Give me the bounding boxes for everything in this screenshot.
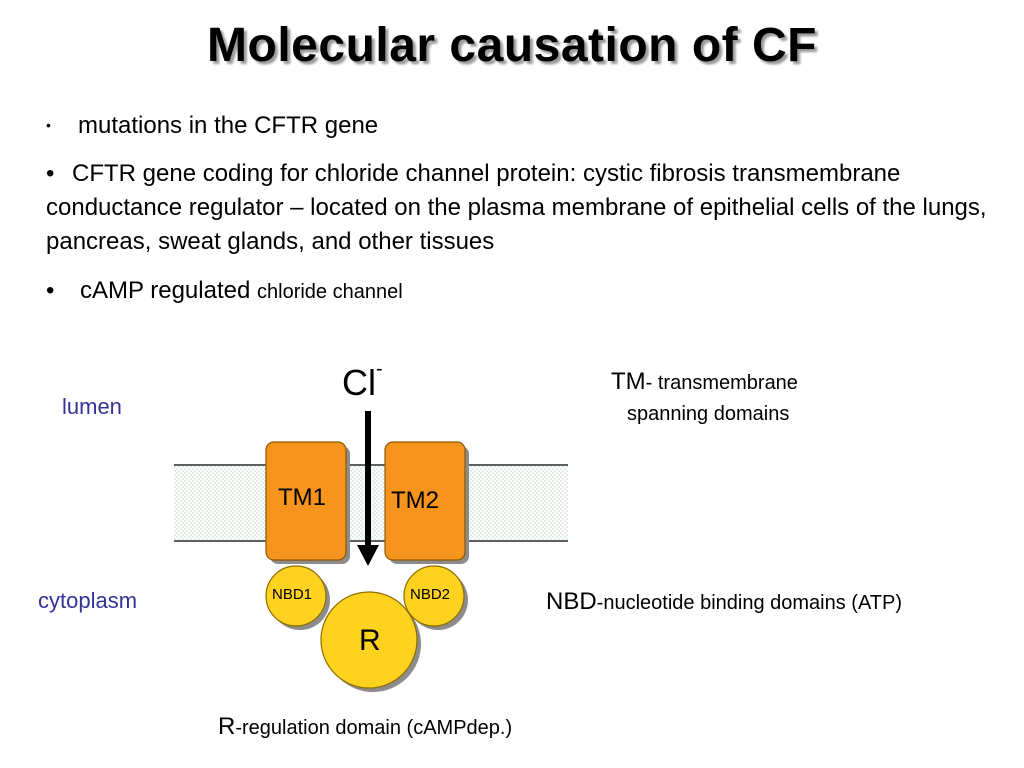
chloride-ion-label: Cl-	[342, 358, 383, 404]
slide-title: Molecular causation of CF	[207, 19, 817, 72]
tm1-label: TM1	[278, 484, 326, 511]
chloride-flow-arrow	[357, 411, 379, 566]
legend-tm-line2: spanning domains	[627, 403, 790, 425]
tm1-domain	[265, 441, 347, 561]
legend-tm-desc-line1: - transmembrane	[645, 372, 798, 394]
chloride-charge: -	[376, 358, 383, 380]
nbd1-label: NBD1	[272, 586, 313, 603]
bullet-text: mutations in the CFTR gene	[78, 112, 379, 139]
r-domain	[320, 591, 418, 689]
bullet-text-main: cAMP regulated	[80, 277, 251, 304]
legend-nbd: NBD-nucleotide binding domains (ATP)	[546, 588, 902, 616]
nbd2-domain	[403, 565, 465, 627]
legend-r: R-regulation domain (cAMPdep.)	[218, 713, 512, 741]
legend-r-desc: -regulation domain (cAMPdep.)	[235, 717, 513, 739]
tm2-domain	[384, 441, 466, 561]
cytoplasm-label: cytoplasm	[38, 588, 138, 613]
bullet-text: CFTR gene coding for chloride channel pr…	[46, 160, 987, 255]
legend-tm: TM- transmembrane	[611, 368, 798, 396]
legend-nbd-abbr: NBD	[546, 588, 597, 615]
legend-nbd-desc: -nucleotide binding domains (ATP)	[596, 592, 903, 614]
chloride-symbol: Cl	[342, 362, 376, 403]
bullet-marker: •	[46, 277, 55, 304]
bullet-marker: •	[46, 117, 51, 133]
bullet-marker: •	[46, 160, 55, 187]
bullet-text-small: chloride channel	[257, 281, 403, 303]
legend-r-abbr: R	[218, 713, 236, 740]
nbd2-label: NBD2	[410, 586, 451, 603]
bullet-camp: • cAMP regulated chloride channel	[46, 274, 403, 309]
lumen-label: lumen	[62, 394, 122, 419]
bullet-cftr-description: •CFTR gene coding for chloride channel p…	[46, 157, 1006, 259]
nbd1-domain	[265, 565, 327, 627]
r-label: R	[359, 624, 381, 657]
tm2-label: TM2	[391, 487, 439, 514]
legend-tm-abbr: TM	[611, 368, 646, 395]
bullet-mutations: • mutations in the CFTR gene	[46, 108, 378, 143]
